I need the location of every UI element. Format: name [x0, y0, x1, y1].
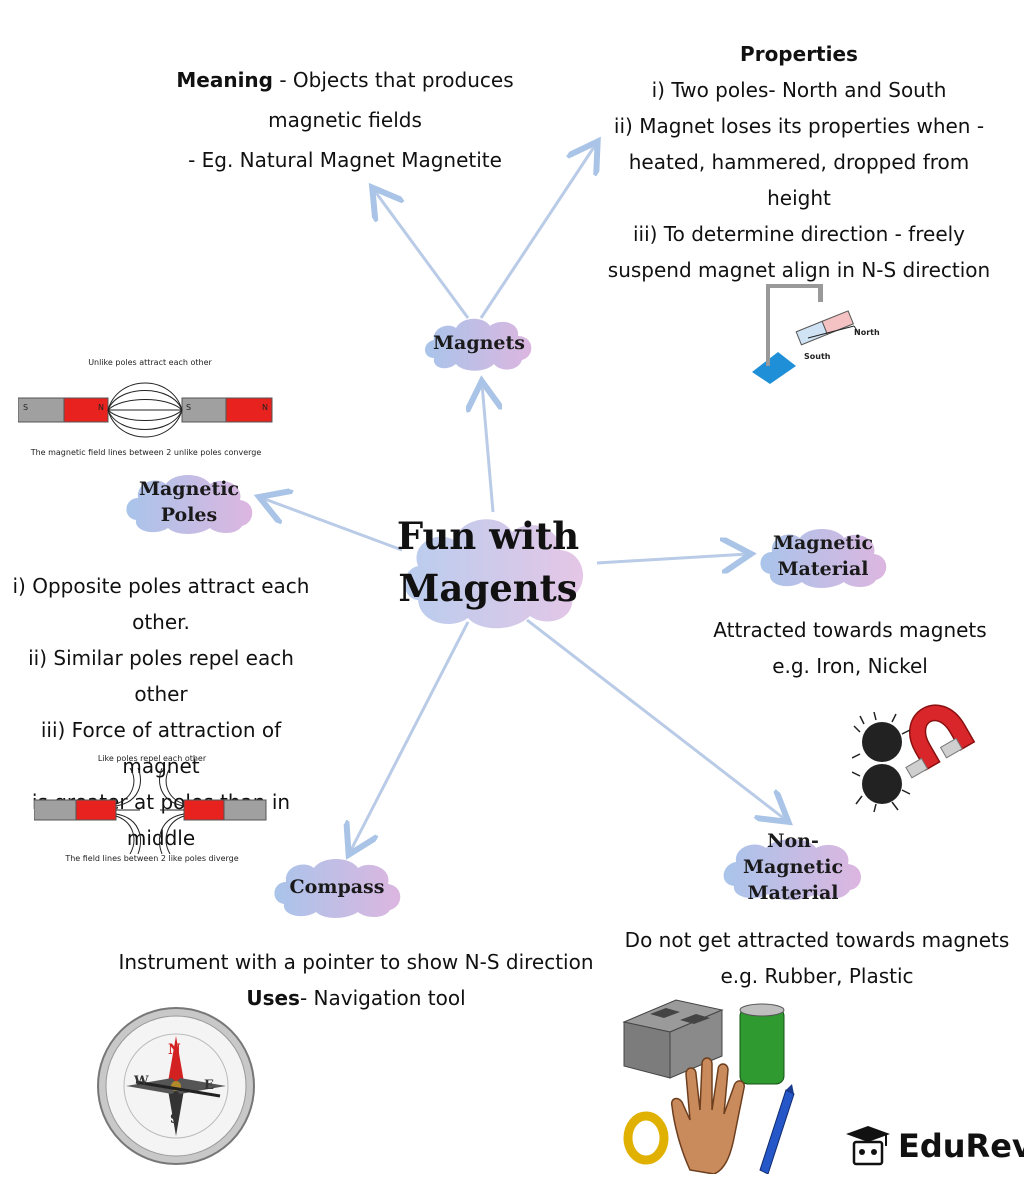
horseshoe-magnet-image [851, 672, 1000, 822]
fig-north-label: North [854, 328, 880, 337]
edurev-logo: EduRev [844, 1122, 1024, 1172]
node-nonmag-line2: Material [747, 882, 839, 904]
compass-w-letter: W [134, 1074, 149, 1089]
fig1-n-left: N [98, 403, 104, 412]
node-compass: Compass [270, 856, 404, 918]
fig1-bottom-caption: The magnetic field lines between 2 unlik… [30, 448, 262, 457]
cloud-shape [126, 475, 253, 534]
non-magnetic-objects-image [620, 998, 796, 1175]
center-cloud-shape [404, 519, 584, 629]
graduation-cap-icon [846, 1126, 890, 1166]
node-material-line1: Magnetic [772, 532, 874, 554]
properties-line-1: i) Two poles- North and South [651, 78, 947, 102]
poles-line-3: ii) Similar poles repel each other [28, 646, 294, 706]
poles-text-block: i) Opposite poles attract each other. ii… [0, 568, 322, 856]
properties-line-4: iii) To determine direction - freely [632, 222, 966, 246]
node-magnetic-poles: Magnetic Poles [122, 470, 256, 534]
node-compass-label: Compass [289, 876, 385, 898]
fig1-s-right: S [186, 403, 192, 412]
meaning-block: Meaning - Objects that produces magnetic… [160, 62, 530, 178]
center-title-line1: Fun with [396, 514, 580, 558]
cloud-shape [760, 529, 887, 588]
arrow-center-to-compass [350, 621, 470, 852]
compass-s-letter: S [170, 1112, 180, 1127]
node-nonmag-label: Non- Magnetic Material [718, 830, 868, 904]
fig2-bottom-caption: The field lines between 2 like poles div… [65, 854, 239, 863]
material-text-block: Attracted towards magnets e.g. Iron, Nic… [700, 612, 1000, 684]
nonmag-line-1: Do not get attracted towards magnets [624, 928, 1010, 952]
compass-uses-rest: - Navigation tool [299, 986, 466, 1010]
meaning-line2: magnetic fields [268, 108, 422, 132]
node-poles-line2: Poles [160, 504, 218, 526]
nonmag-text-block: Do not get attracted towards magnets e.g… [620, 922, 1014, 994]
edurev-brand-name: EduRev [898, 1127, 1024, 1165]
meaning-label: Meaning [176, 68, 273, 92]
node-nonmag-line1: Non- Magnetic [742, 830, 844, 878]
properties-line-2: ii) Magnet loses its properties when - [613, 114, 985, 138]
compass-text-block: Instrument with a pointer to show N-S di… [116, 944, 596, 1016]
compass-n-letter: N [168, 1042, 181, 1058]
properties-title: Properties [740, 42, 858, 66]
material-line-1: Attracted towards magnets [713, 618, 987, 642]
suspended-magnet-figure: North South [742, 280, 892, 390]
node-material-line2: Material [777, 558, 869, 580]
node-material-label: Magnetic Material [756, 524, 890, 588]
like-poles-figure: Like poles repel each other The field li… [34, 754, 270, 866]
arrow-center-to-nonmagnetic [526, 618, 786, 820]
arrow-center-to-poles [262, 498, 403, 552]
meaning-line1: - Objects that produces [273, 68, 514, 92]
compass-line-1: Instrument with a pointer to show N-S di… [118, 950, 594, 974]
compass-image: N S E W [96, 1006, 256, 1166]
compass-e-letter: E [204, 1078, 214, 1093]
center-topic: Fun with Magents [396, 504, 596, 632]
node-magnets-label: Magnets [432, 332, 525, 354]
fig1-top-caption: Unlike poles attract each other [88, 358, 212, 367]
poles-line-2: other. [132, 610, 190, 634]
poles-line-4: iii) Force of attraction of magnet [40, 718, 282, 778]
node-non-magnetic-material: Non- Magnetic Material [718, 830, 868, 904]
meaning-line3: - Eg. Natural Magnet Magnetite [188, 148, 502, 172]
arrow-magnets-to-meaning [374, 190, 470, 319]
material-line-2: e.g. Iron, Nickel [772, 654, 928, 678]
poles-line-1: i) Opposite poles attract each [12, 574, 310, 598]
fig2-top-caption: Like poles repel each other [97, 754, 207, 763]
compass-uses-label: Uses [246, 986, 300, 1010]
nonmag-line-2: e.g. Rubber, Plastic [720, 964, 914, 988]
fig-south-label: South [804, 352, 831, 361]
fig1-n-right: N [262, 403, 268, 412]
center-title-line2: Magents [398, 566, 578, 610]
arrow-center-to-magnets [482, 384, 493, 513]
node-poles-label: Magnetic Poles [122, 470, 256, 534]
arrow-center-to-material [596, 554, 748, 563]
node-magnetic-material: Magnetic Material [756, 524, 890, 588]
node-magnets: Magnets [420, 312, 538, 374]
cloud-shape [723, 839, 861, 900]
node-poles-line1: Magnetic [138, 478, 240, 500]
properties-line-3: heated, hammered, dropped from height [628, 150, 970, 210]
cloud-shape [425, 318, 532, 371]
arrow-magnets-to-properties [479, 144, 596, 319]
cloud-shape [274, 859, 401, 918]
properties-block: Properties i) Two poles- North and South… [596, 36, 1002, 288]
fig1-s-left: S [23, 403, 29, 412]
properties-line-5: suspend magnet align in N-S direction [607, 258, 991, 282]
unlike-poles-figure: Unlike poles attract each other S N S N … [18, 356, 274, 462]
